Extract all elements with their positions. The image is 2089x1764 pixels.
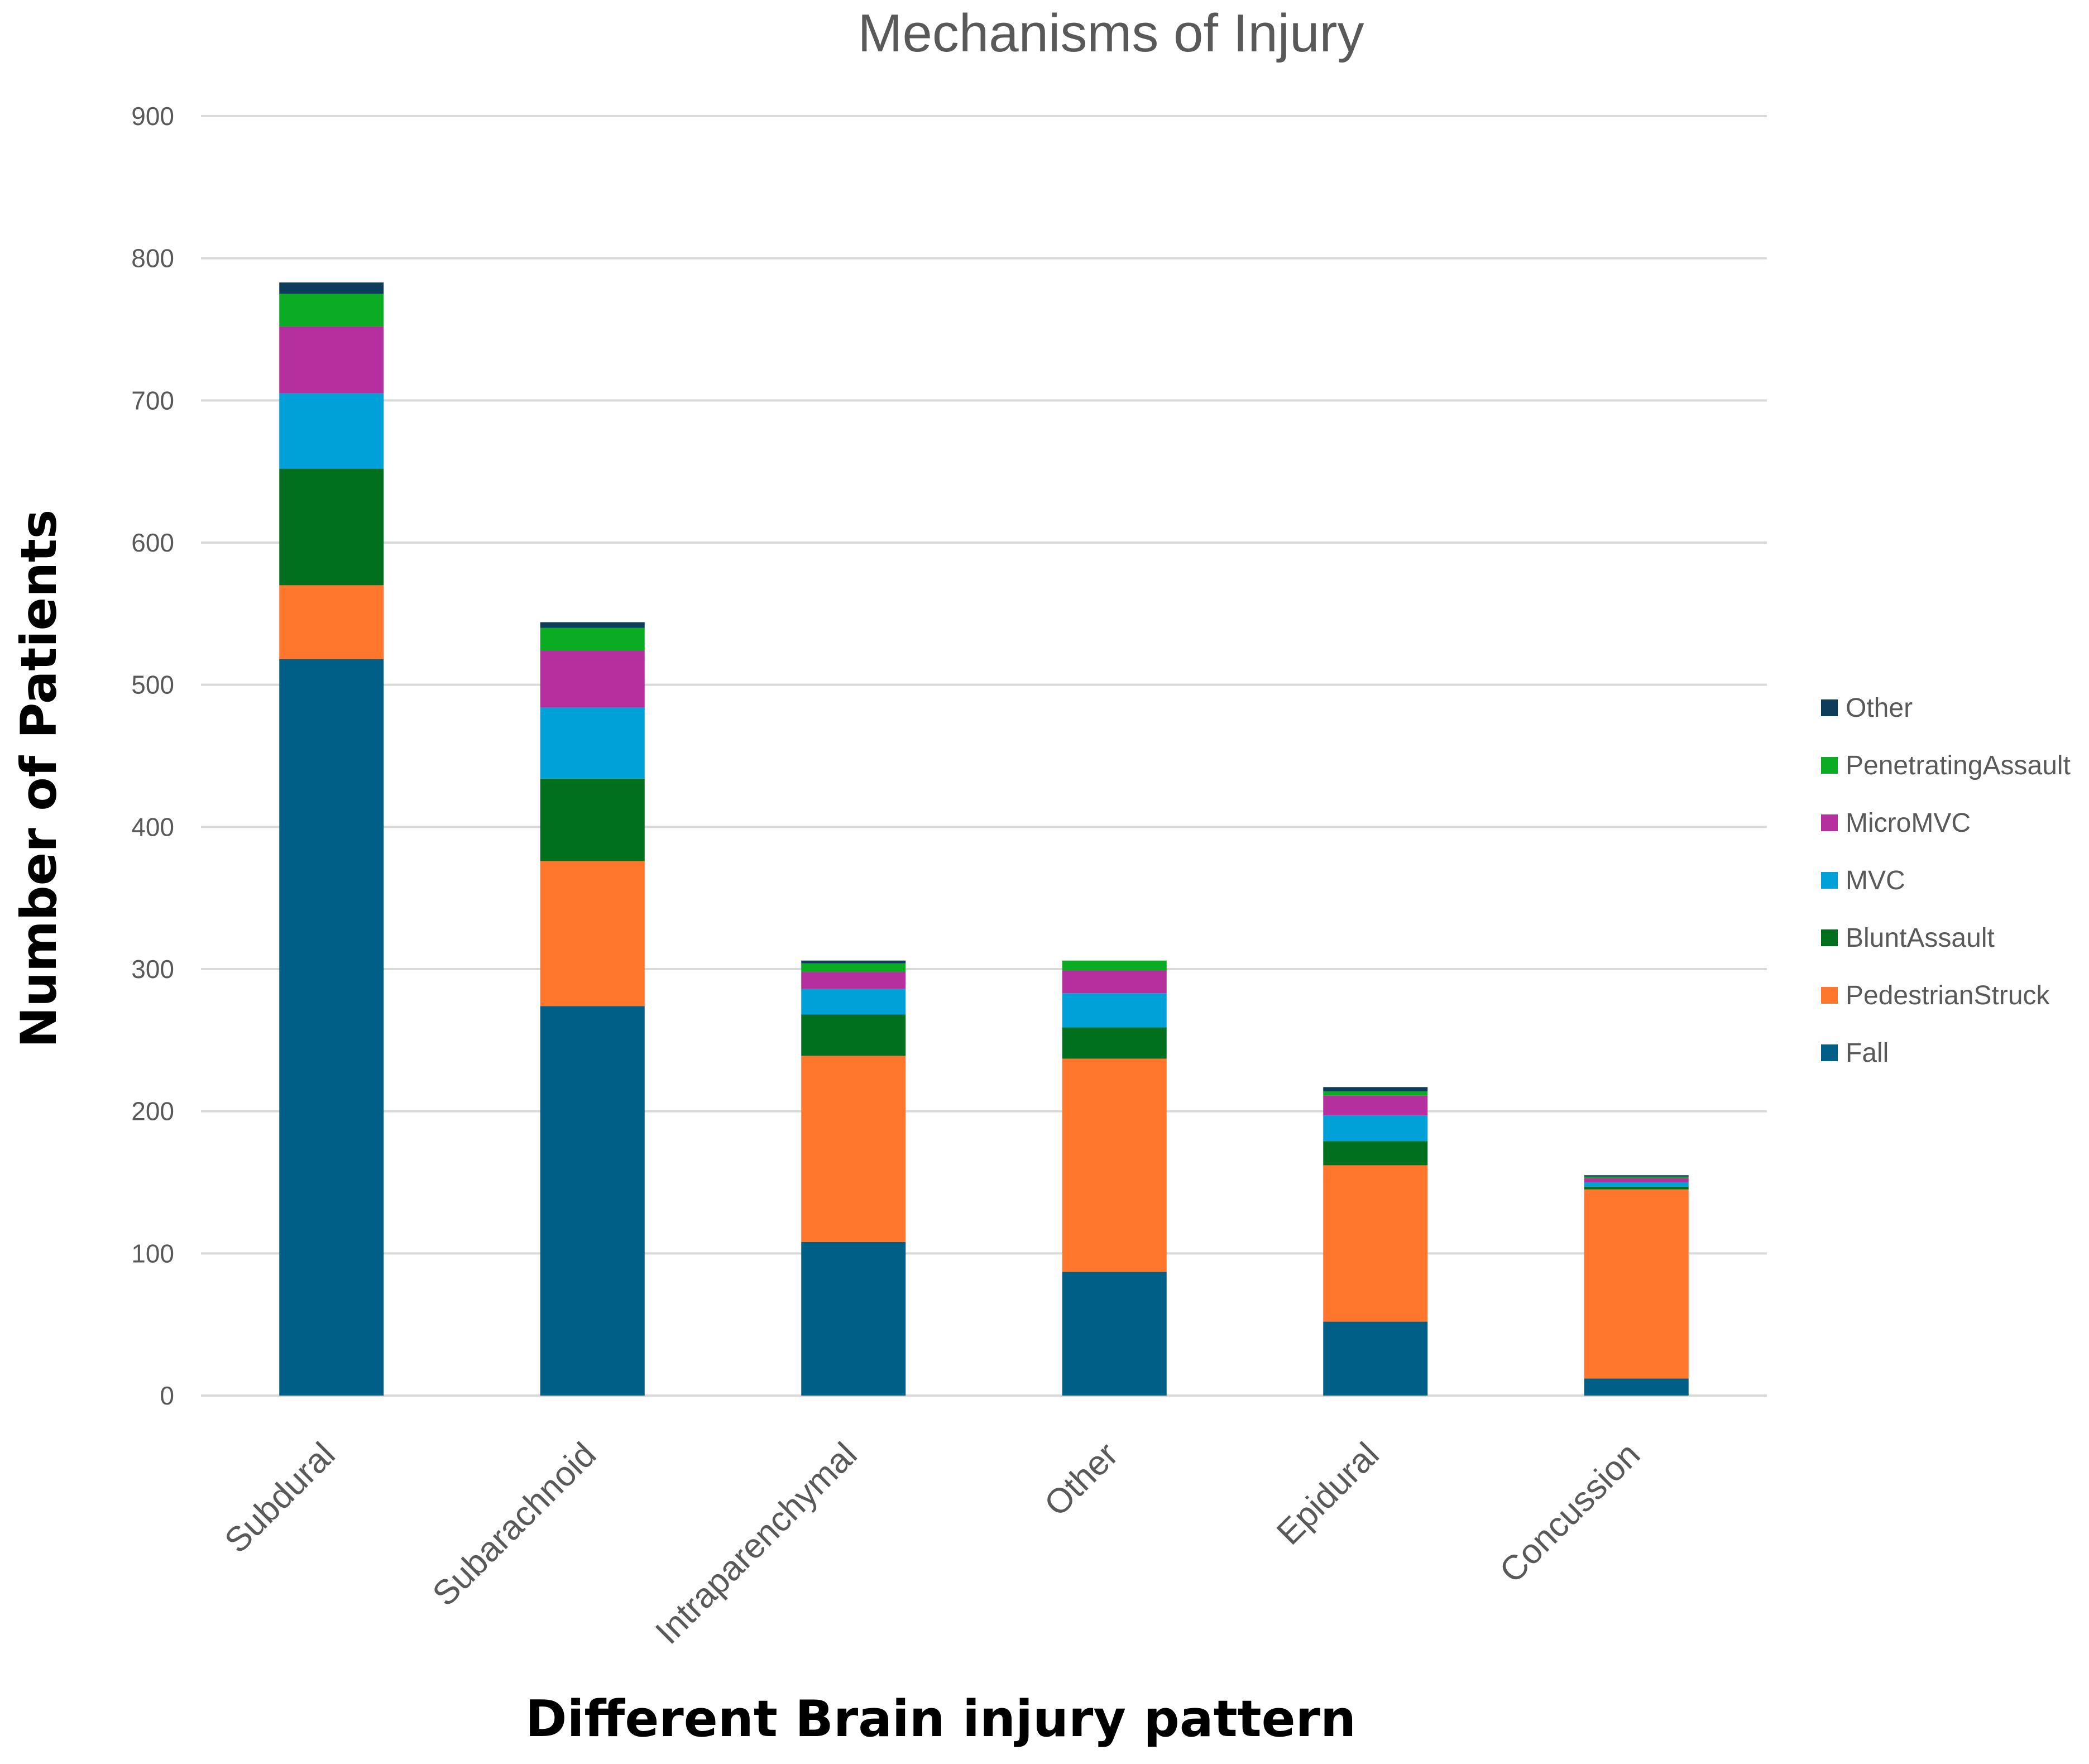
legend-label: MicroMVC bbox=[1846, 808, 1971, 838]
bar-segment-micromvc bbox=[1062, 970, 1167, 994]
bar-segment-pedestrianstruck bbox=[1323, 1165, 1428, 1322]
bar-segment-mvc bbox=[801, 989, 906, 1015]
bar-segment-pedestrianstruck bbox=[801, 1056, 906, 1242]
bar-segment-other bbox=[1584, 1175, 1689, 1177]
bar-segment-pedestrianstruck bbox=[540, 861, 645, 1006]
x-tick-label: Intraparenchymal bbox=[648, 1435, 865, 1652]
legend-swatch bbox=[1821, 1044, 1838, 1061]
bar-segment-penetratingassault bbox=[1323, 1091, 1428, 1096]
bar-segment-other bbox=[801, 960, 906, 964]
x-tick-label: Epidural bbox=[1269, 1435, 1387, 1552]
gridlines bbox=[201, 115, 1767, 1397]
x-axis-title: Different Brain injury pattern bbox=[525, 1690, 1356, 1748]
bar-segment-penetratingassault bbox=[279, 294, 384, 327]
y-tick-label: 500 bbox=[131, 670, 174, 699]
y-tick-label: 0 bbox=[160, 1381, 174, 1410]
y-tick-label: 900 bbox=[131, 102, 174, 131]
bar-segment-fall bbox=[279, 659, 384, 1396]
x-tick-label: Concussion bbox=[1492, 1435, 1647, 1590]
bar-segment-micromvc bbox=[1584, 1178, 1689, 1182]
bar-segment-mvc bbox=[1584, 1182, 1689, 1187]
bar-segment-other bbox=[540, 622, 645, 628]
legend-label: MVC bbox=[1846, 866, 1905, 895]
bar-segment-fall bbox=[1584, 1378, 1689, 1396]
bar-segment-micromvc bbox=[540, 650, 645, 708]
bar-segment-pedestrianstruck bbox=[1062, 1058, 1167, 1272]
bar-segment-micromvc bbox=[279, 326, 384, 394]
legend-label: PenetratingAssault bbox=[1846, 751, 2071, 780]
bar-segment-micromvc bbox=[1323, 1095, 1428, 1116]
bar-segment-mvc bbox=[279, 393, 384, 469]
y-tick-label: 100 bbox=[131, 1239, 174, 1268]
x-axis-ticks: Subdural Subarachnoid Intraparenchymal Othe… bbox=[217, 1435, 1647, 1652]
bar-segment-pedestrianstruck bbox=[279, 585, 384, 659]
bar-segment-fall bbox=[1323, 1321, 1428, 1396]
bar-segment-other bbox=[279, 282, 384, 294]
legend-swatch bbox=[1821, 987, 1838, 1004]
legend-swatch bbox=[1821, 757, 1838, 774]
y-tick-label: 300 bbox=[131, 955, 174, 984]
legend-swatch bbox=[1821, 699, 1838, 716]
bar-segment-pedestrianstruck bbox=[1584, 1189, 1689, 1379]
chart-title: Mechanisms of Injury bbox=[858, 3, 1364, 63]
bars bbox=[279, 282, 1689, 1396]
legend-label: Other bbox=[1846, 693, 1913, 723]
bar-segment-penetratingassault bbox=[801, 963, 906, 972]
bar-segment-other bbox=[1323, 1087, 1428, 1092]
y-axis-title: Number of Patients bbox=[10, 510, 68, 1048]
legend-swatch bbox=[1821, 929, 1838, 946]
bar-segment-fall bbox=[801, 1241, 906, 1396]
bar-segment-penetratingassault bbox=[1584, 1176, 1689, 1178]
y-tick-label: 400 bbox=[131, 812, 174, 841]
bar-segment-penetratingassault bbox=[540, 627, 645, 651]
x-tick-label: Subarachnoid bbox=[425, 1435, 603, 1613]
legend-swatch bbox=[1821, 814, 1838, 831]
bar-segment-micromvc bbox=[801, 972, 906, 989]
y-tick-label: 200 bbox=[131, 1097, 174, 1126]
bar-segment-mvc bbox=[1323, 1115, 1428, 1142]
bar-segment-bluntassault bbox=[1062, 1027, 1167, 1059]
bar-segment-bluntassault bbox=[279, 468, 384, 586]
bar-segment-penetratingassault bbox=[1062, 960, 1167, 971]
y-axis-ticks: 0 100 200 300 400 500 600 700 800 900 bbox=[131, 102, 174, 1410]
bar-segment-fall bbox=[1062, 1272, 1167, 1396]
bar-segment-bluntassault bbox=[1323, 1141, 1428, 1166]
x-tick-label: Other bbox=[1037, 1435, 1125, 1523]
legend-swatch bbox=[1821, 872, 1838, 889]
y-tick-label: 800 bbox=[131, 244, 174, 273]
legend-label: Fall bbox=[1846, 1038, 1889, 1068]
legend-label: PedestrianStruck bbox=[1846, 981, 2050, 1010]
y-tick-label: 600 bbox=[131, 528, 174, 557]
bar-segment-mvc bbox=[1062, 993, 1167, 1028]
x-tick-label: Subdural bbox=[217, 1435, 342, 1560]
legend-label: BluntAssault bbox=[1846, 923, 1995, 953]
bar-segment-bluntassault bbox=[540, 778, 645, 861]
bar-segment-mvc bbox=[540, 707, 645, 779]
y-tick-label: 700 bbox=[131, 386, 174, 415]
bar-segment-bluntassault bbox=[801, 1014, 906, 1056]
bar-segment-bluntassault bbox=[1584, 1186, 1689, 1190]
bar-segment-fall bbox=[540, 1006, 645, 1396]
